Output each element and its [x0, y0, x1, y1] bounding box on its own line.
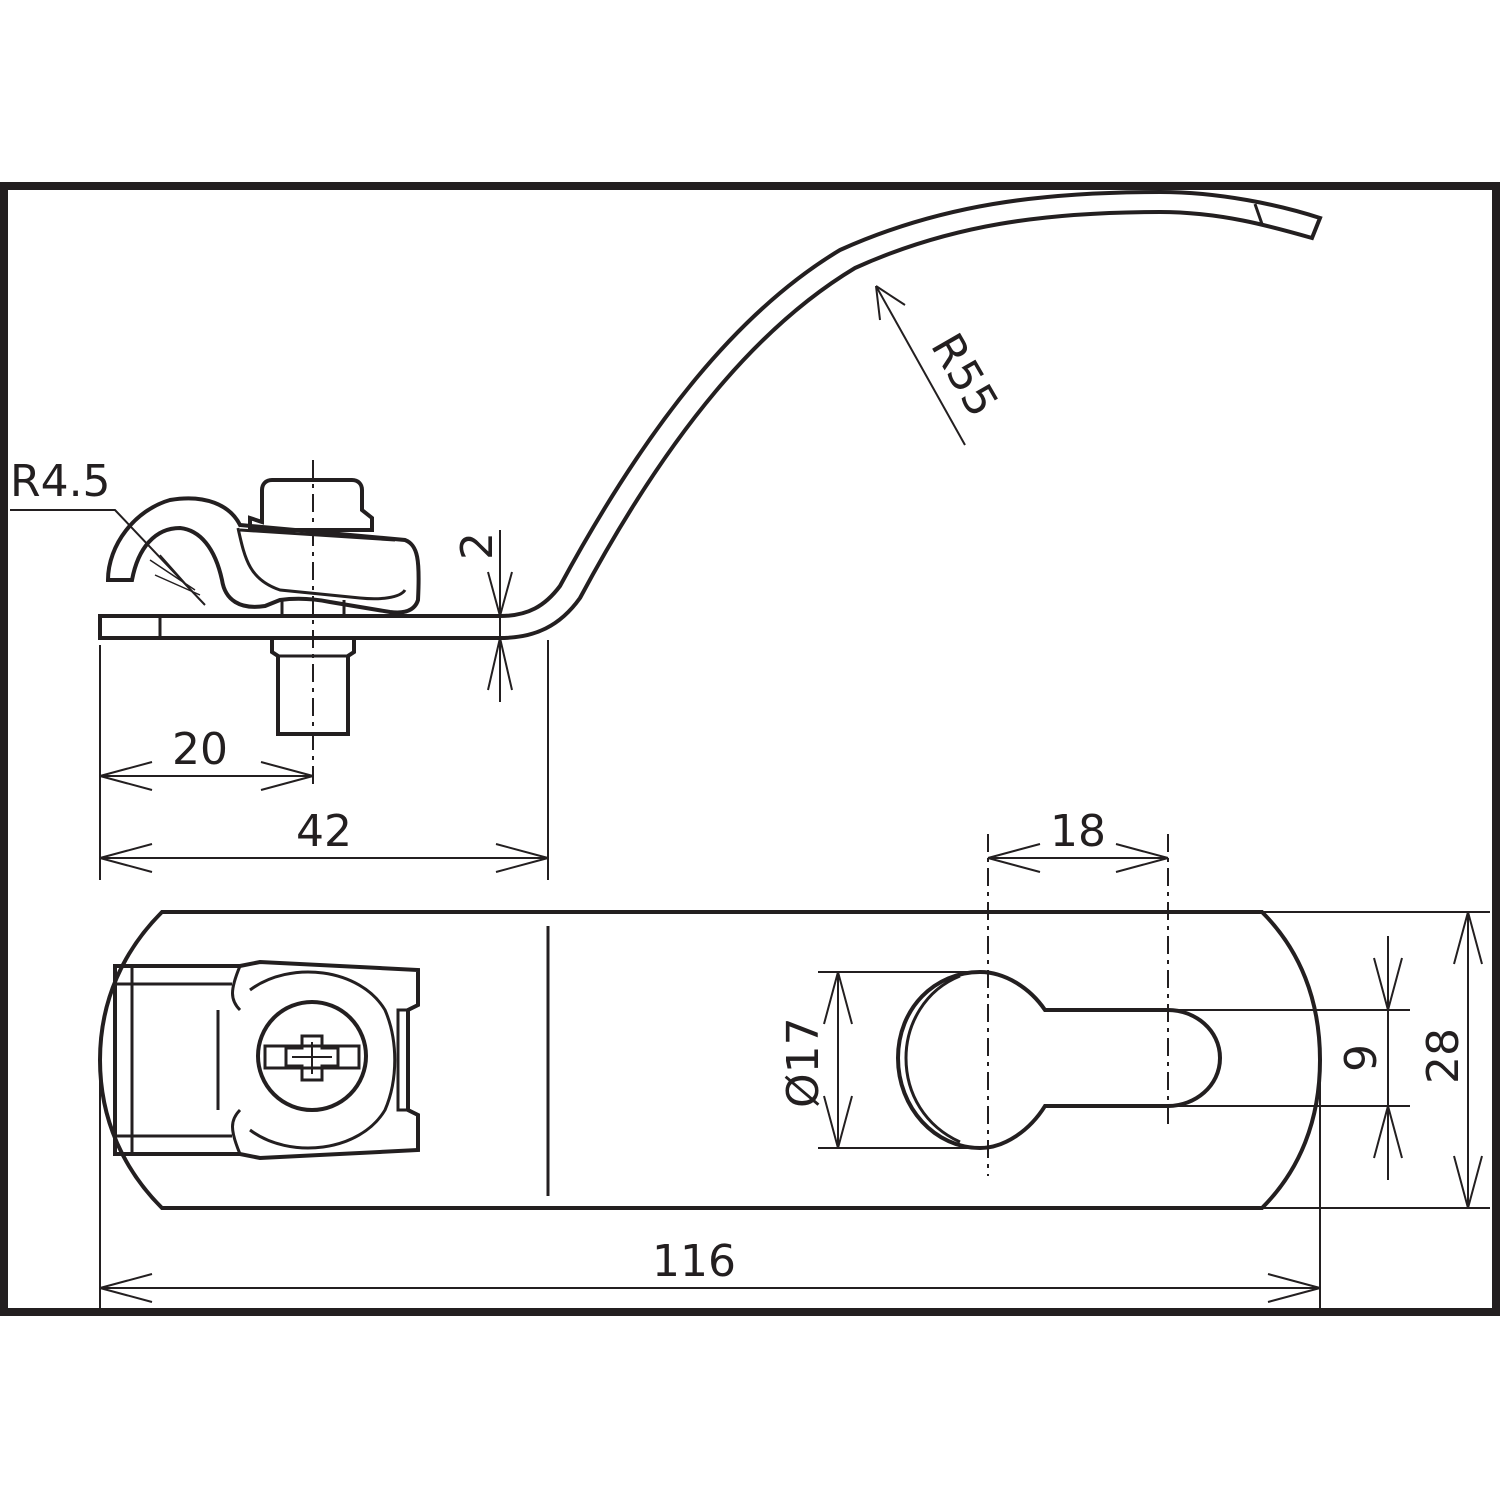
drawing-frame — [0, 182, 1500, 1316]
dim-hole-diameter: Ø17 — [778, 1017, 829, 1108]
dim-116-arrows — [99, 1273, 1321, 1303]
dim-bend-length: 42 — [296, 806, 352, 857]
hook-clip-inner — [236, 527, 407, 601]
dim-radius-arc: R55 — [920, 325, 1007, 425]
dim-18-arrows — [987, 843, 1169, 873]
clip-saddle — [249, 970, 397, 1150]
keyhole-edge — [904, 974, 961, 1144]
dim-total-width: 28 — [1418, 1028, 1469, 1084]
screw-cross — [284, 1034, 340, 1082]
dim-radius-hook: R4.5 — [10, 456, 111, 507]
dim-thickness: 2 — [452, 532, 503, 560]
dim-total-length: 116 — [652, 1236, 736, 1287]
dim-28-arrows — [1453, 911, 1483, 1209]
screw-head-top — [256, 1000, 368, 1112]
screw-slot — [263, 1044, 361, 1070]
leader-r4-5-hatch — [149, 554, 201, 601]
plate-outline — [97, 910, 1323, 1210]
screw-head-collar — [239, 528, 396, 542]
dim-20-arrows — [99, 761, 314, 791]
dim-42-arrows — [99, 843, 549, 873]
top-view: 18 Ø17 9 28 116 — [97, 806, 1490, 1312]
dim-17-arrows — [823, 971, 853, 1149]
dim-9-arrows — [1373, 957, 1403, 1159]
screw-stud-left — [280, 600, 346, 616]
keyhole-slot — [895, 969, 1223, 1151]
screw-cross-inner — [292, 1042, 332, 1074]
clip-body-inner — [115, 965, 408, 1155]
leader-r4-5 — [10, 509, 206, 606]
leader-r55 — [875, 285, 966, 446]
spring-tip-mark — [1253, 203, 1264, 225]
side-view: R4.5 R55 2 20 42 — [10, 189, 1323, 880]
leader-r55-arrow — [875, 285, 906, 321]
hook-clip — [105, 496, 421, 615]
screw-head — [248, 478, 374, 532]
dim-slot-width: 9 — [1336, 1044, 1387, 1072]
base-strip — [98, 189, 1323, 640]
dim-slot-spacing: 18 — [1050, 806, 1106, 857]
dim-thickness-arrows — [487, 571, 513, 691]
screw-shank — [270, 638, 356, 736]
dim-screw-offset: 20 — [172, 724, 228, 775]
